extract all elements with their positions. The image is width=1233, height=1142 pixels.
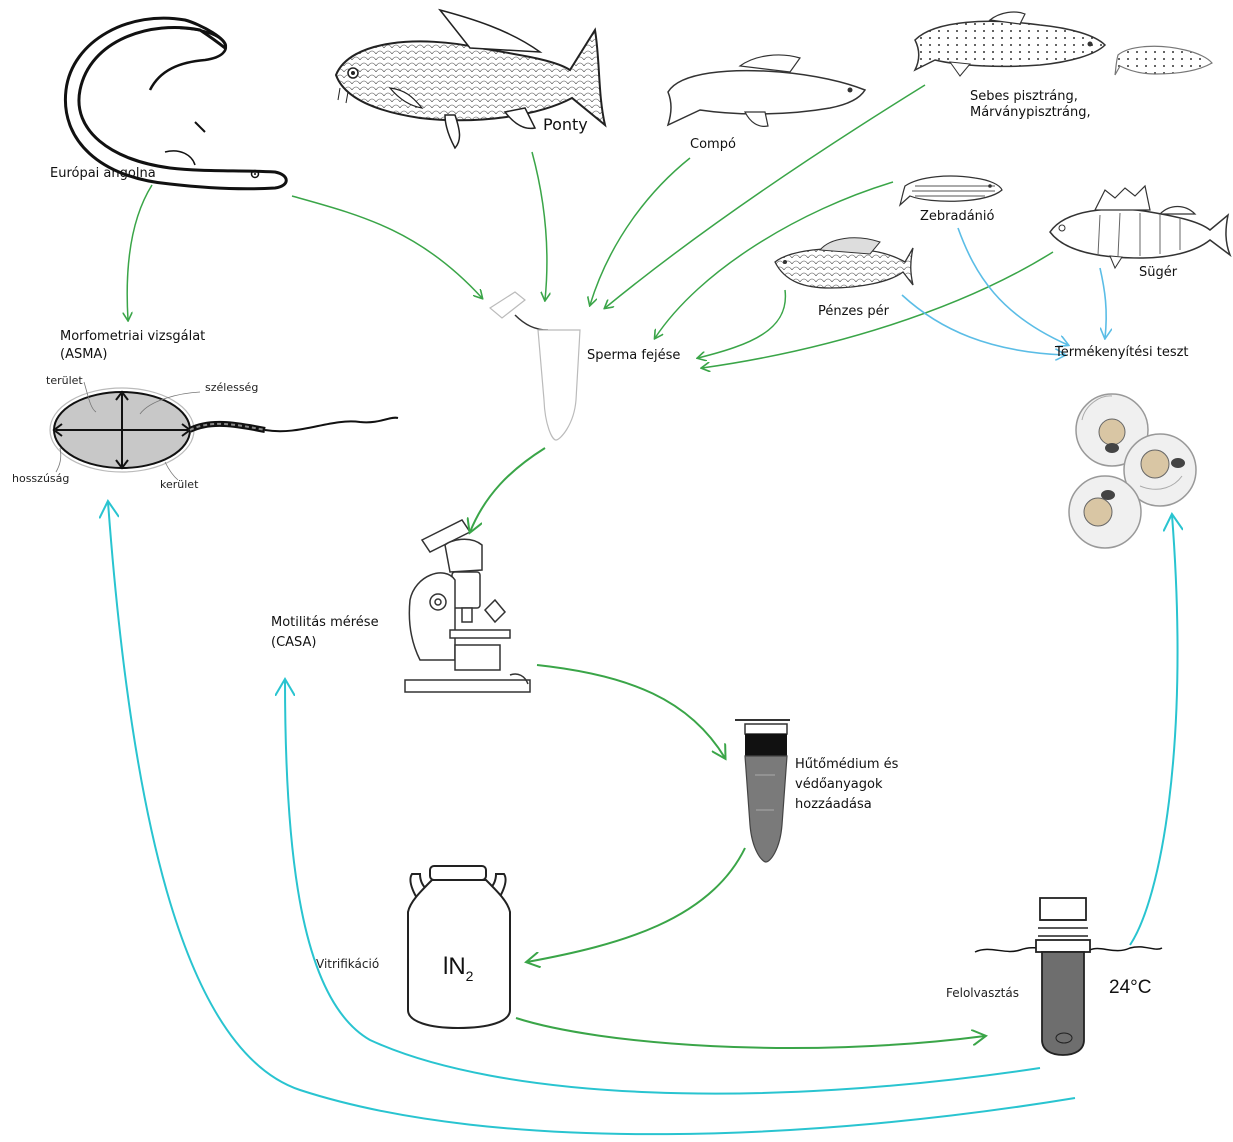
- green-arrows-species: [127, 85, 1053, 368]
- arrow-thawing-to-fertilization: [1130, 515, 1177, 945]
- label-grayling: Pénzes pér: [818, 303, 889, 321]
- label-extender-2: védőanyagok: [795, 776, 883, 794]
- label-zebrafish: Zebradánió: [920, 208, 995, 226]
- label-stripping: Sperma fejése: [587, 347, 680, 365]
- label-perch: Sügér: [1139, 264, 1177, 282]
- label-temperature: 24°C: [1109, 975, 1151, 1001]
- arrow-dewar-to-thawing: [516, 1018, 985, 1048]
- arrow-perch-to-fertilization: [1100, 268, 1106, 338]
- green-arrows-process: [470, 448, 985, 1048]
- eel-illustration: [65, 18, 286, 189]
- label-morphometry-1: Morfometriai vizsgálat: [60, 328, 205, 346]
- arrow-thawing-to-motility: [285, 680, 1040, 1094]
- label-carp: Ponty: [543, 114, 588, 136]
- arrow-eel-to-morphometry: [127, 185, 152, 320]
- label-extender-1: Hűtőmédium és: [795, 756, 898, 774]
- label-fertilization: Termékenyítési teszt: [1055, 344, 1189, 362]
- label-trout-1: Sebes pisztráng,: [970, 88, 1078, 106]
- arrow-extender-to-dewar: [527, 848, 745, 962]
- label-motility-2: (CASA): [271, 634, 317, 652]
- label-extender-3: hozzáadása: [795, 796, 872, 814]
- arrow-grayling-to-fertilization: [902, 295, 1065, 355]
- label-width: szélesség: [205, 381, 258, 396]
- arrow-zebrafish-to-fertilization: [958, 228, 1068, 345]
- perch-illustration: [1050, 186, 1230, 268]
- label-tench: Compó: [690, 136, 736, 154]
- zebrafish-illustration: [900, 176, 1002, 205]
- grayling-illustration: [775, 238, 913, 288]
- trout-illustration: [915, 12, 1212, 76]
- arrow-stripping-to-microscope: [470, 448, 545, 532]
- label-area: terület: [46, 374, 83, 389]
- arrow-eel-to-stripping: [292, 196, 482, 298]
- sperm-morphometry-diagram: [50, 382, 398, 480]
- arrow-thawing-to-morphometry: [108, 502, 1075, 1134]
- extender-tube-icon: [735, 720, 790, 862]
- microscope-icon: [405, 520, 530, 692]
- label-morphometry-2: (ASMA): [60, 346, 107, 364]
- label-length: hosszúság: [12, 472, 69, 487]
- label-vitrification: Vitrifikáció: [316, 956, 379, 972]
- ln2-dewar-icon: [408, 866, 510, 1028]
- fertilized-eggs-icon: [1069, 394, 1196, 548]
- label-trout-2: Márványpisztráng,: [970, 104, 1091, 122]
- tench-illustration: [668, 55, 865, 126]
- label-motility-1: Motilitás mérése: [271, 614, 379, 632]
- arrow-tench-to-stripping: [590, 158, 690, 305]
- arrow-grayling-to-stripping: [698, 290, 785, 358]
- cyan-arrows-return: [108, 502, 1177, 1134]
- arrow-microscope-to-extender: [537, 665, 725, 758]
- label-thawing: Felolvasztás: [946, 985, 1019, 1001]
- arrow-carp-to-stripping: [532, 152, 547, 300]
- label-eel: Európai angolna: [50, 165, 156, 183]
- label-perimeter: kerület: [160, 478, 198, 493]
- stripping-tube-icon: [490, 292, 580, 440]
